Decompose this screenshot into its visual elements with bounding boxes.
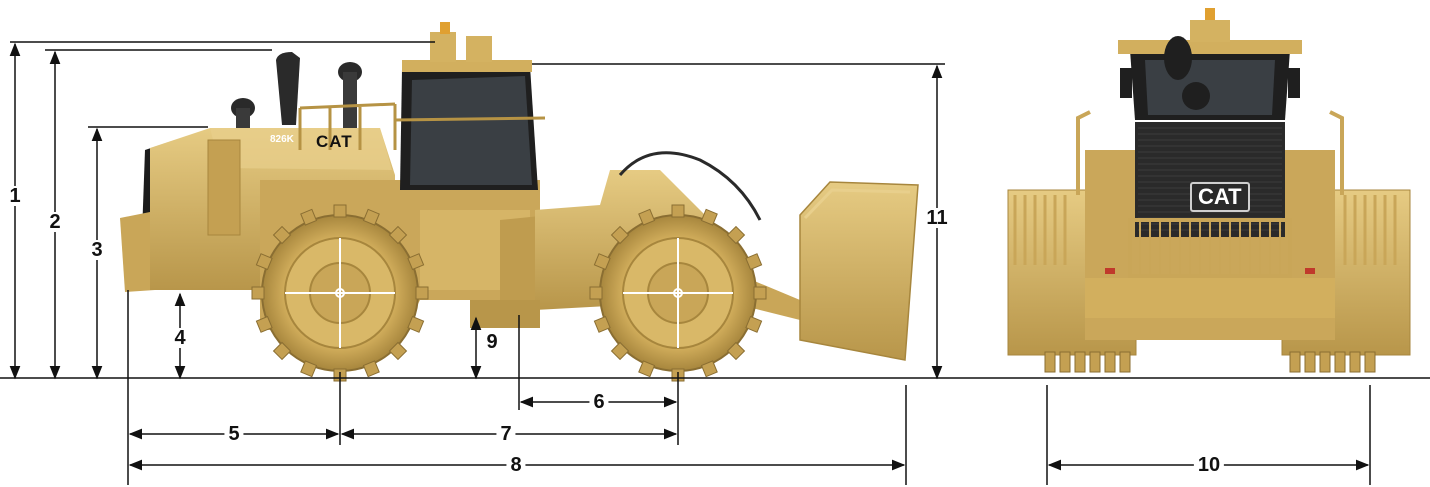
wheel-center-crosshair-front <box>623 238 733 348</box>
lower-frame-guard <box>470 300 540 328</box>
drum-tooth <box>1089 351 1101 373</box>
wheel-tooth <box>726 341 746 361</box>
wheel-tooth <box>745 315 763 333</box>
wheel-tooth <box>610 341 630 361</box>
drum-tooth <box>1044 351 1056 373</box>
dim-label-10: 10 <box>1193 455 1225 475</box>
drum-tooth <box>1059 351 1071 373</box>
wheel-tooth <box>255 253 273 271</box>
wheel-tooth <box>726 225 746 245</box>
front-cat-logo: CAT <box>1190 182 1250 212</box>
front-view-guard <box>1128 218 1292 278</box>
wheel-tooth <box>388 341 408 361</box>
drum-tooth <box>1319 351 1331 373</box>
drum-tooth <box>1349 351 1361 373</box>
dim-label-6: 6 <box>589 392 609 412</box>
side-cat-logo: CAT <box>316 132 353 151</box>
wheel-tooth <box>333 204 347 218</box>
wheel-tooth <box>610 225 630 245</box>
wheel-tooth <box>745 253 763 271</box>
drum-tooth <box>1289 351 1301 373</box>
drum-tooth <box>1104 351 1116 373</box>
dim-label-7: 7 <box>496 424 516 444</box>
drum-tooth <box>1304 351 1316 373</box>
drum-tooth <box>1364 351 1376 373</box>
wheel-tooth <box>362 208 380 226</box>
dim-label-5: 5 <box>224 424 244 444</box>
drum-tooth <box>1334 351 1346 373</box>
wheel-tooth <box>753 286 767 300</box>
dim-label-9: 9 <box>482 332 502 352</box>
wheel-tooth <box>593 315 611 333</box>
drum-tooth <box>1074 351 1086 373</box>
wheel-tooth <box>407 315 425 333</box>
wheel-tooth <box>251 286 265 300</box>
hood-handrail <box>298 102 397 150</box>
wheel-tooth <box>300 208 318 226</box>
side-model-number: 826K <box>270 134 294 145</box>
dim-label-3: 3 <box>87 240 107 260</box>
front-view-compactor <box>1007 8 1411 373</box>
dim-label-4: 4 <box>170 328 190 348</box>
wheel-tooth <box>388 225 408 245</box>
wheel-tooth <box>700 208 718 226</box>
wheel-tooth <box>593 253 611 271</box>
wheel-tooth <box>255 315 273 333</box>
dim-label-11: 11 <box>922 208 952 228</box>
dim-label-8: 8 <box>506 455 526 475</box>
dim-label-2: 2 <box>45 212 65 232</box>
side-view-compactor <box>120 22 919 382</box>
drum-tooth <box>1119 351 1131 373</box>
wheel-tooth <box>300 360 318 378</box>
dozer-blade <box>799 181 919 361</box>
wheel-tooth <box>638 360 656 378</box>
wheel-tooth <box>700 360 718 378</box>
hydraulic-hoses <box>618 151 762 221</box>
wheel-tooth <box>415 286 429 300</box>
wheel-tooth <box>638 208 656 226</box>
dim-label-1: 1 <box>5 186 25 206</box>
wheel-tooth <box>407 253 425 271</box>
wheel-tooth <box>272 341 292 361</box>
wheel-tooth <box>671 204 685 218</box>
exhaust-stack <box>276 52 300 125</box>
wheel-tooth <box>272 225 292 245</box>
rear-bumper <box>120 212 155 292</box>
wheel-tooth <box>589 286 603 300</box>
wheel-center-crosshair-rear <box>285 238 395 348</box>
wheel-tooth <box>362 360 380 378</box>
